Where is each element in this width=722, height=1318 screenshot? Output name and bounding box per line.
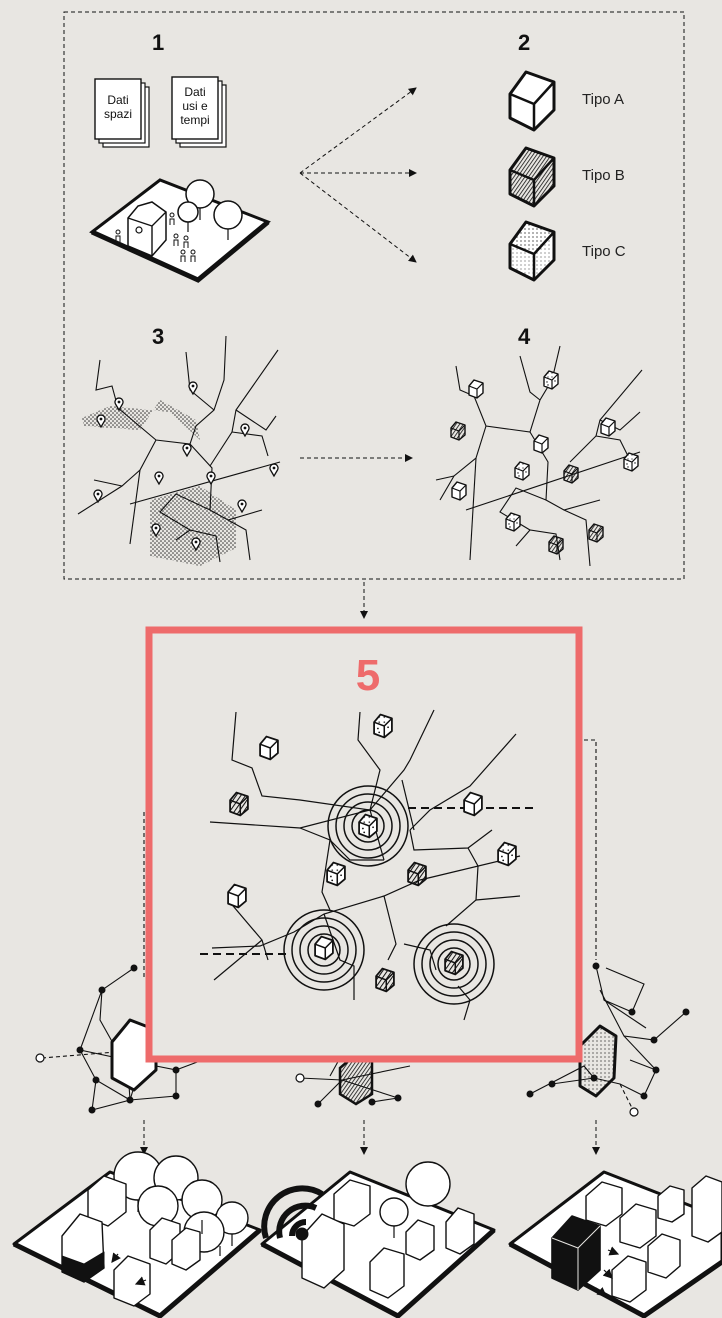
type-a-label: Tipo A [582, 91, 624, 108]
type-c-label: Tipo C [582, 243, 626, 260]
step-3-number: 3 [152, 324, 164, 349]
type-b-label: Tipo B [582, 167, 625, 184]
doc2-line2: usi e [182, 99, 208, 113]
step-4-network [436, 346, 642, 566]
distribution-arrows [300, 88, 416, 262]
doc1-line2: spazi [104, 107, 132, 121]
scene-right [510, 1172, 722, 1316]
house-icon-center-large [340, 1056, 372, 1104]
house-icon-right-large [580, 1026, 616, 1096]
step-3-network [78, 336, 280, 566]
doc2-line3: tempi [180, 113, 209, 127]
step-5-number: 5 [356, 651, 380, 700]
scene-center [262, 1162, 494, 1316]
step-2-number: 2 [518, 30, 530, 55]
step-4-number: 4 [518, 324, 531, 349]
site-illustration [92, 180, 268, 280]
step-1-number: 1 [152, 30, 164, 55]
doc2-line1: Dati [184, 85, 205, 99]
document-icon-uses: Dati usi e tempi [172, 77, 226, 147]
house-icon-type-b [510, 148, 554, 206]
doc1-line1: Dati [107, 93, 128, 107]
house-icon-type-a [510, 72, 554, 130]
scene-left [14, 1152, 260, 1316]
document-icon-spaces: Dati spazi [95, 79, 149, 147]
house-icon-type-c [510, 222, 554, 280]
